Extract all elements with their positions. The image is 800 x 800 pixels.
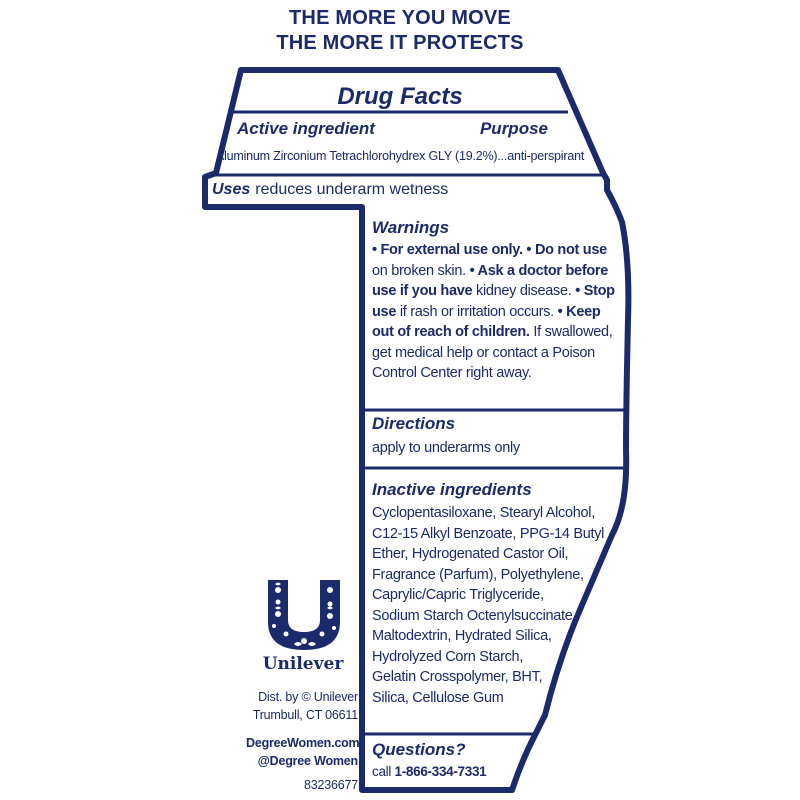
inactive-ingredients-body: Cyclopentasiloxane, Stearyl Alcohol, C12-… — [372, 503, 622, 708]
warnings-line: on broken skin. • Ask a doctor before — [372, 261, 622, 282]
social-handle: @Degree Women — [257, 754, 359, 768]
inactive-ingredient-line: Hydrolyzed Corn Starch, — [372, 648, 524, 665]
distributor-info: Dist. by © Unilever Trumbull, CT 06611 — [246, 688, 358, 724]
warnings-title: Warnings — [372, 218, 450, 237]
warnings-text-segment: on broken skin. — [372, 262, 470, 279]
warnings-bold-segment: use — [372, 303, 400, 320]
inactive-ingredient-line: C12-15 Alkyl Benzoate, PPG-14 Butyl — [372, 525, 605, 542]
inactive-ingredient-line: Fragrance (Parfum), Polyethylene, — [372, 566, 584, 583]
warnings-text-segment: get medical help or contact a Poison — [372, 344, 595, 361]
inactive-ingredient-line: Maltodextrin, Hydrated Silica, — [372, 628, 552, 644]
purpose-header: Purpose — [479, 119, 548, 138]
warnings-text-segment: kidney disease. — [476, 283, 576, 299]
tagline-line-1: THE MORE YOU MOVE — [289, 7, 511, 29]
warnings-line: • For external use only. • Do not use — [372, 240, 622, 261]
directions-text: apply to underarms only — [372, 440, 520, 456]
uses-text: reduces underarm wetness — [255, 181, 449, 198]
active-ingredient-header: Active ingredient — [237, 119, 375, 138]
inactive-ingredient-line: Cyclopentasiloxane, Stearyl Alcohol, — [372, 505, 595, 521]
warnings-bold-segment: use if you have — [372, 283, 476, 299]
warnings-text-segment: if rash or irritation occurs. — [399, 303, 558, 320]
warnings-bold-segment: • Stop — [575, 283, 615, 299]
warnings-line: out of reach of children. If swallowed, — [372, 322, 622, 343]
warnings-text-segment: If swallowed, — [533, 324, 613, 340]
questions-row: call 1-866-334-7331 — [372, 762, 622, 783]
warnings-line: Control Center right away. — [372, 363, 622, 384]
tagline: THE MORE YOU MOVE THE MORE IT PROTECTS — [180, 6, 620, 56]
active-ingredient-text: Aluminum Zirconium Tetrachlorohydrex GLY… — [215, 149, 585, 163]
warnings-line: use if rash or irritation occurs. • Keep — [372, 302, 622, 323]
warnings-bold-segment: • Ask a doctor before — [469, 262, 609, 279]
questions-phone: 1-866-334-7331 — [394, 764, 487, 779]
warnings-bold-segment: • Keep — [557, 303, 601, 320]
unilever-logo-icon — [268, 580, 340, 650]
warnings-body: • For external use only. • Do not use on … — [372, 240, 622, 384]
inactive-ingredients-title: Inactive ingredients — [372, 480, 532, 499]
tagline-line-2: THE MORE IT PROTECTS — [276, 32, 524, 54]
inactive-ingredient-line: Caprylic/Capric Triglyceride, — [372, 587, 544, 603]
warnings-bold-segment: out of reach of children. — [372, 324, 534, 340]
distributor-line-1: Dist. by © Unilever — [258, 690, 358, 704]
inactive-ingredient-line: Sodium Starch Octenylsuccinate, — [372, 607, 577, 624]
brand-contacts: DegreeWomen.com @Degree Women — [246, 734, 360, 770]
inactive-ingredient-line: Ether, Hydrogenated Castor Oil, — [372, 546, 569, 562]
warnings-line: use if you have kidney disease. • Stop — [372, 281, 622, 302]
distributor-line-2: Trumbull, CT 06611 — [252, 708, 358, 722]
product-code: 83236677 — [303, 778, 358, 792]
warnings-line: get medical help or contact a Poison — [372, 343, 622, 364]
directions-title: Directions — [372, 414, 456, 433]
questions-prefix: call — [372, 764, 395, 779]
website-text: DegreeWomen.com — [246, 736, 360, 750]
uses-label: Uses — [212, 181, 251, 198]
unilever-wordmark: Unilever — [262, 654, 344, 674]
warnings-bold-segment: • For external use only. • Do not use — [372, 242, 607, 258]
drug-facts-title: Drug Facts — [337, 83, 463, 110]
warnings-text-segment: Control Center right away. — [372, 365, 532, 381]
inactive-ingredient-line: Silica, Cellulose Gum — [372, 689, 504, 706]
questions-title: Questions? — [372, 740, 466, 759]
inactive-ingredient-line: Gelatin Crosspolymer, BHT, — [372, 669, 543, 685]
